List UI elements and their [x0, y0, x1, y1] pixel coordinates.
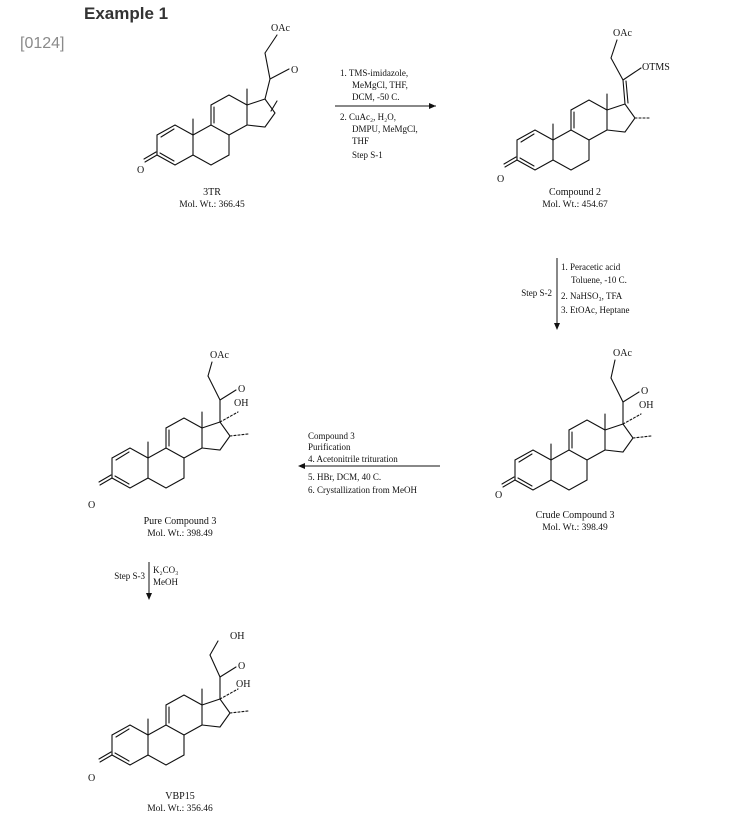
- otms-label: OTMS: [642, 62, 670, 73]
- carbonyl-oxygen-label: O: [238, 661, 245, 672]
- arrow-head: [146, 593, 152, 600]
- condition-line: DMPU, MeMgCl,: [352, 124, 418, 134]
- hydroxyl-label: OH: [639, 400, 653, 411]
- carbonyl-oxygen-label: O: [641, 386, 648, 397]
- arrow-head: [298, 463, 305, 469]
- substituent-label: OAc: [613, 28, 632, 39]
- step-s2: Step S-2 1. Peracetic acid Toluene, -10 …: [521, 258, 629, 330]
- compound-name: VBP15: [165, 791, 194, 802]
- condition-line: DCM, -50 C.: [352, 92, 400, 102]
- condition-line: 1. Peracetic acid: [561, 262, 621, 272]
- step-label: Step S-3: [114, 571, 145, 581]
- molecular-weight: Mol. Wt.: 398.49: [147, 529, 213, 539]
- ketone-oxygen-label: O: [495, 490, 502, 501]
- ketone-oxygen-label: O: [88, 500, 95, 511]
- condition-line: 2. NaHSO₃, TFA: [561, 291, 623, 301]
- condition-line: MeMgCl, THF,: [352, 80, 408, 90]
- structure-3tr: O O OAc 3TR Mol. Wt.: 366.45: [137, 23, 298, 210]
- molecular-weight: Mol. Wt.: 454.67: [542, 200, 608, 210]
- condition-line: MeOH: [153, 577, 178, 587]
- carbonyl-oxygen-label: O: [291, 65, 298, 76]
- condition-line: K₂CO₃: [153, 565, 178, 575]
- substituent-label: OH: [230, 631, 244, 642]
- molecular-weight: Mol. Wt.: 398.49: [542, 523, 608, 533]
- structure-compound-2: O OTMS OAc Compound 2 Mol. Wt.: 454.67: [497, 28, 670, 210]
- step-s3: Step S-3 K₂CO₃ MeOH: [114, 562, 178, 600]
- condition-line: Purification: [308, 442, 351, 452]
- molecular-weight: Mol. Wt.: 366.45: [179, 200, 245, 210]
- arrow-head: [429, 103, 436, 109]
- compound-name: Pure Compound 3: [144, 516, 217, 527]
- condition-line: 1. TMS-imidazole,: [340, 68, 408, 78]
- hydroxyl-label: OH: [236, 679, 250, 690]
- substituent-label: OAc: [613, 348, 632, 359]
- condition-line: 5. HBr, DCM, 40 C.: [308, 472, 381, 482]
- ketone-oxygen-label: O: [137, 165, 144, 176]
- compound-name: 3TR: [203, 187, 221, 198]
- structure-pure-compound-3: O O OH OAc Pure Compound 3 Mol. Wt.: 398…: [88, 350, 249, 539]
- structure-vbp15: O O OH OH VBP15 Mol. Wt.: 356.46: [88, 631, 250, 814]
- condition-line: 4. Acetonitrile trituration: [308, 454, 398, 464]
- paragraph-number: [0124]: [20, 35, 65, 52]
- ketone-oxygen-label: O: [497, 174, 504, 185]
- condition-line: THF: [352, 136, 369, 146]
- step-purification: Compound 3 Purification 4. Acetonitrile …: [298, 431, 440, 495]
- header: Example 1 [0124]: [0, 0, 738, 60]
- substituent-label: OAc: [271, 23, 290, 34]
- step-label: Step S-2: [521, 288, 552, 298]
- compound-name: Compound 2: [549, 187, 601, 198]
- condition-line: 2. CuAc₂, H₂O,: [340, 112, 396, 122]
- structure-crude-compound-3: O O OH OAc Crude Compound 3 Mol. Wt.: 39…: [495, 348, 653, 533]
- compound-name: Crude Compound 3: [536, 510, 615, 521]
- carbonyl-oxygen-label: O: [238, 384, 245, 395]
- example-title: Example 1: [84, 4, 169, 23]
- step-s1: 1. TMS-imidazole, MeMgCl, THF, DCM, -50 …: [335, 68, 436, 160]
- step-label: Step S-1: [352, 150, 383, 160]
- condition-line: 6. Crystallization from MeOH: [308, 485, 417, 495]
- arrow-head: [554, 323, 560, 330]
- ketone-oxygen-label: O: [88, 773, 95, 784]
- condition-line: Toluene, -10 C.: [571, 275, 627, 285]
- substituent-label: OAc: [210, 350, 229, 361]
- condition-line: 3. EtOAc, Heptane: [561, 305, 629, 315]
- condition-line: Compound 3: [308, 431, 355, 441]
- hydroxyl-label: OH: [234, 398, 248, 409]
- molecular-weight: Mol. Wt.: 356.46: [147, 804, 213, 814]
